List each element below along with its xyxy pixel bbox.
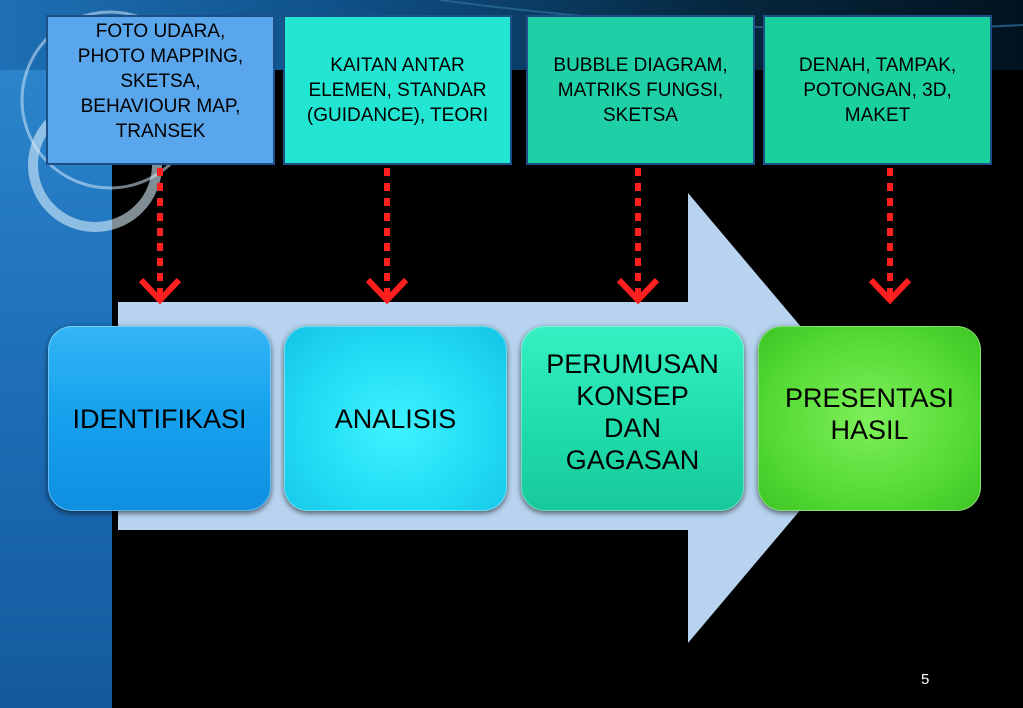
connector-arrowhead-2 (365, 277, 409, 305)
method-box-4-text: DENAH, TAMPAK, POTONGAN, 3D, MAKET (798, 55, 957, 126)
stage-1-label: IDENTIFIKASI (72, 403, 247, 434)
stage-4-label: PRESENTASI HASIL (784, 383, 955, 445)
stage-presentasi-hasil: PRESENTASI HASIL (758, 326, 981, 511)
method-box-4: DENAH, TAMPAK, POTONGAN, 3D, MAKET (763, 15, 992, 165)
stage-2-label: ANALISIS (334, 403, 457, 434)
method-box-2: KAITAN ANTAR ELEMEN, STANDAR (GUIDANCE),… (283, 15, 512, 165)
stage-3-label: PERUMUSAN KONSEP DAN GAGASAN (546, 349, 719, 475)
dotted-connectors (138, 168, 912, 305)
stage-analisis: ANALISIS (284, 326, 507, 511)
method-box-1: FOTO UDARA, PHOTO MAPPING, SKETSA, BEHAV… (46, 15, 275, 165)
stage-identifikasi: IDENTIFIKASI (48, 326, 271, 511)
method-box-3-text: BUBBLE DIAGRAM, MATRIKS FUNGSI, SKETSA (553, 55, 728, 126)
method-box-1-text: FOTO UDARA, PHOTO MAPPING, SKETSA, BEHAV… (77, 21, 244, 142)
connector-arrowhead-4 (868, 277, 912, 305)
stage-perumusan-konsep: PERUMUSAN KONSEP DAN GAGASAN (521, 326, 744, 511)
method-box-3: BUBBLE DIAGRAM, MATRIKS FUNGSI, SKETSA (526, 15, 755, 165)
connector-arrowhead-1 (138, 277, 182, 305)
method-box-2-text: KAITAN ANTAR ELEMEN, STANDAR (GUIDANCE),… (306, 55, 489, 126)
connector-arrowhead-3 (616, 277, 660, 305)
slide-page-number: 5 (921, 671, 930, 688)
